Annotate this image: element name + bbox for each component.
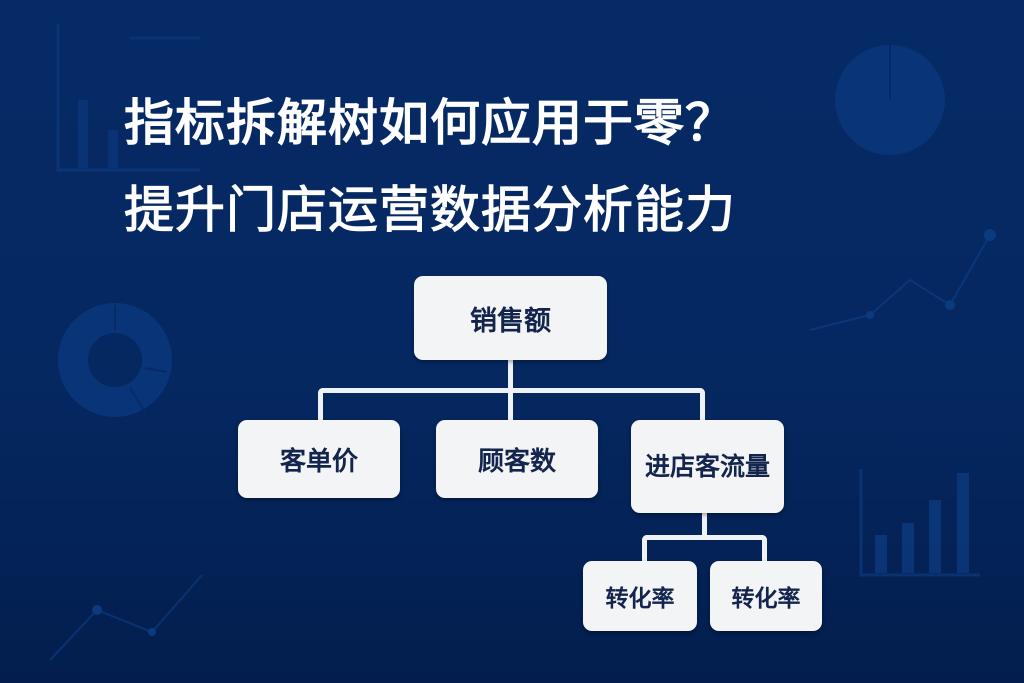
node-label: 销售额 bbox=[470, 305, 551, 337]
node-label: 转化率 bbox=[605, 586, 675, 612]
line-chart-icon bbox=[809, 229, 996, 331]
donut-chart-icon bbox=[58, 303, 172, 417]
node-store-traffic: 进店客流量 bbox=[631, 420, 784, 513]
connector-l2-left-drop bbox=[642, 535, 647, 563]
connector-left-drop bbox=[318, 388, 323, 422]
connector-horizontal-bar bbox=[318, 388, 705, 393]
title-line-2: 提升门店运营数据分析能力 bbox=[123, 180, 736, 239]
node-conversion-rate-2: 转化率 bbox=[710, 561, 822, 631]
node-sales: 销售额 bbox=[414, 276, 607, 360]
line-chart-icon bbox=[49, 574, 203, 661]
node-conversion-rate-1: 转化率 bbox=[583, 561, 697, 631]
node-label: 顾客数 bbox=[477, 446, 556, 477]
node-label: 进店客流量 bbox=[645, 451, 771, 481]
bar-chart-icon bbox=[859, 469, 980, 577]
node-label: 转化率 bbox=[731, 586, 801, 612]
connector-l2-stem bbox=[702, 512, 707, 538]
pie-chart-icon bbox=[835, 45, 945, 155]
node-avg-order-value: 客单价 bbox=[238, 420, 400, 498]
node-label: 客单价 bbox=[279, 446, 358, 477]
title-line-1: 指标拆解树如何应用于零？ bbox=[124, 94, 736, 152]
connector-right-drop bbox=[700, 388, 705, 422]
connector-l2-bar bbox=[642, 535, 767, 540]
bar-chart-icon bbox=[56, 24, 200, 172]
connector-l2-right-drop bbox=[762, 535, 767, 563]
node-customer-count: 顾客数 bbox=[436, 420, 598, 498]
